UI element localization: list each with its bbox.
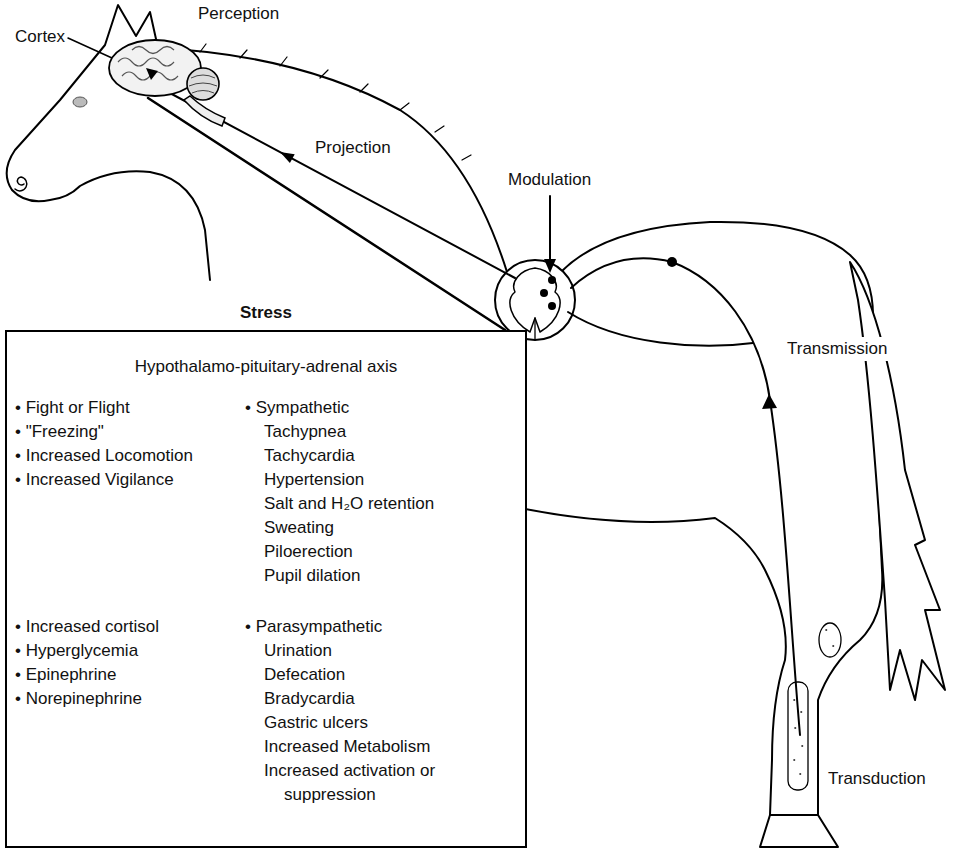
list-heading: • Sympathetic xyxy=(245,396,349,420)
arrowhead xyxy=(762,394,777,409)
horse-head-outline xyxy=(7,5,210,280)
brain-gyri xyxy=(118,47,178,81)
dorsal-root xyxy=(571,258,672,288)
spinal-cord xyxy=(495,260,575,340)
synapse-dot xyxy=(548,276,556,284)
list-item: Hypertension xyxy=(264,468,364,492)
list-item: Defecation xyxy=(264,663,345,687)
list-item: • Increased Locomotion xyxy=(15,444,193,468)
list-item: • Hyperglycemia xyxy=(15,639,138,663)
cerebellum xyxy=(187,68,219,100)
list-item: Piloerection xyxy=(264,540,353,564)
bone-stipple xyxy=(794,630,834,774)
list-item: • Fight or Flight xyxy=(15,396,130,420)
cannon-bone xyxy=(788,682,808,790)
list-item: • Norepinephrine xyxy=(15,687,142,711)
arrowhead xyxy=(544,259,556,273)
list-item: Gastric ulcers xyxy=(264,711,368,735)
synapse-dot xyxy=(548,302,556,310)
arrowhead xyxy=(146,68,158,80)
list-item: Urination xyxy=(264,639,332,663)
projection-tract xyxy=(168,92,515,278)
list-item: Tachypnea xyxy=(264,420,346,444)
peripheral-nerve xyxy=(672,262,800,735)
list-item: Sweating xyxy=(264,516,334,540)
cerebellum-folia xyxy=(189,75,217,93)
hoof-line xyxy=(770,814,818,816)
arrowhead xyxy=(280,152,295,163)
horse-tail xyxy=(850,262,945,700)
stress-heading: Stress xyxy=(7,301,525,325)
part-label: Transmission xyxy=(785,337,889,361)
list-item: • "Freezing" xyxy=(15,420,104,444)
modulation-arrow xyxy=(549,196,551,262)
list-item: Increased Metabolism xyxy=(264,735,430,759)
list-item: Tachycardia xyxy=(264,444,355,468)
mane-hair xyxy=(200,44,471,160)
part-label: Cortex xyxy=(13,25,67,49)
eye xyxy=(73,97,87,107)
synapse-dot xyxy=(540,289,548,297)
nostril xyxy=(15,177,27,191)
part-label: Projection xyxy=(313,136,393,160)
part-label: Modulation xyxy=(506,168,593,192)
leader-line xyxy=(68,38,112,58)
list-item: Salt and H₂O retention xyxy=(264,492,434,516)
spinal-fissure xyxy=(534,318,535,340)
list-item: Bradycardia xyxy=(264,687,355,711)
axis-title: Hypothalamo-pituitary-adrenal axis xyxy=(7,355,525,379)
stress-box: StressHypothalamo-pituitary-adrenal axis… xyxy=(5,330,527,848)
brainstem xyxy=(184,96,225,126)
list-item: • Increased cortisol xyxy=(15,615,159,639)
list-heading: • Parasympathetic xyxy=(245,615,382,639)
horse-neck-outline xyxy=(158,48,507,272)
list-item: Increased activation or suppression xyxy=(264,759,436,807)
part-label: Perception xyxy=(196,2,281,26)
ganglion-dot xyxy=(667,257,677,267)
hock-bone xyxy=(819,623,841,657)
ventral-root xyxy=(568,312,753,346)
list-item: • Epinephrine xyxy=(15,663,116,687)
callout-line xyxy=(148,98,505,330)
list-item: • Increased Vigilance xyxy=(15,468,174,492)
part-label: Transduction xyxy=(826,767,928,791)
list-item: Pupil dilation xyxy=(264,564,360,588)
